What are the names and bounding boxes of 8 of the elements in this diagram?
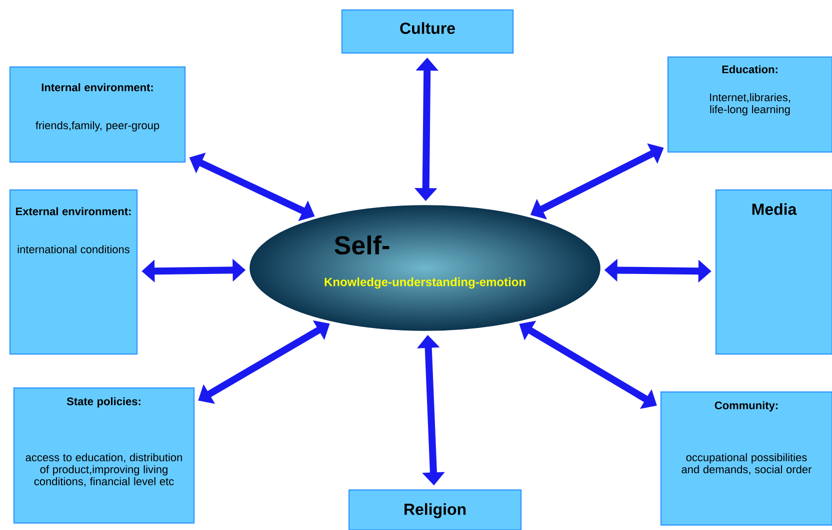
text-box: Community: occupational possibilities and demands, social order <box>660 391 832 526</box>
text-box: Religion <box>348 489 522 530</box>
text-box: State policies: access to education, distribution of product,improving living conditions, financial level etc <box>13 387 195 524</box>
text-box: Internal environment: friends,family, peer-group <box>9 66 186 163</box>
text-box: Culture <box>341 9 514 54</box>
text-box: Media <box>715 189 832 355</box>
text-box: Education: Internet,libraries, life-long learning <box>667 56 832 153</box>
text-box: External environment: international conditions <box>9 189 138 355</box>
